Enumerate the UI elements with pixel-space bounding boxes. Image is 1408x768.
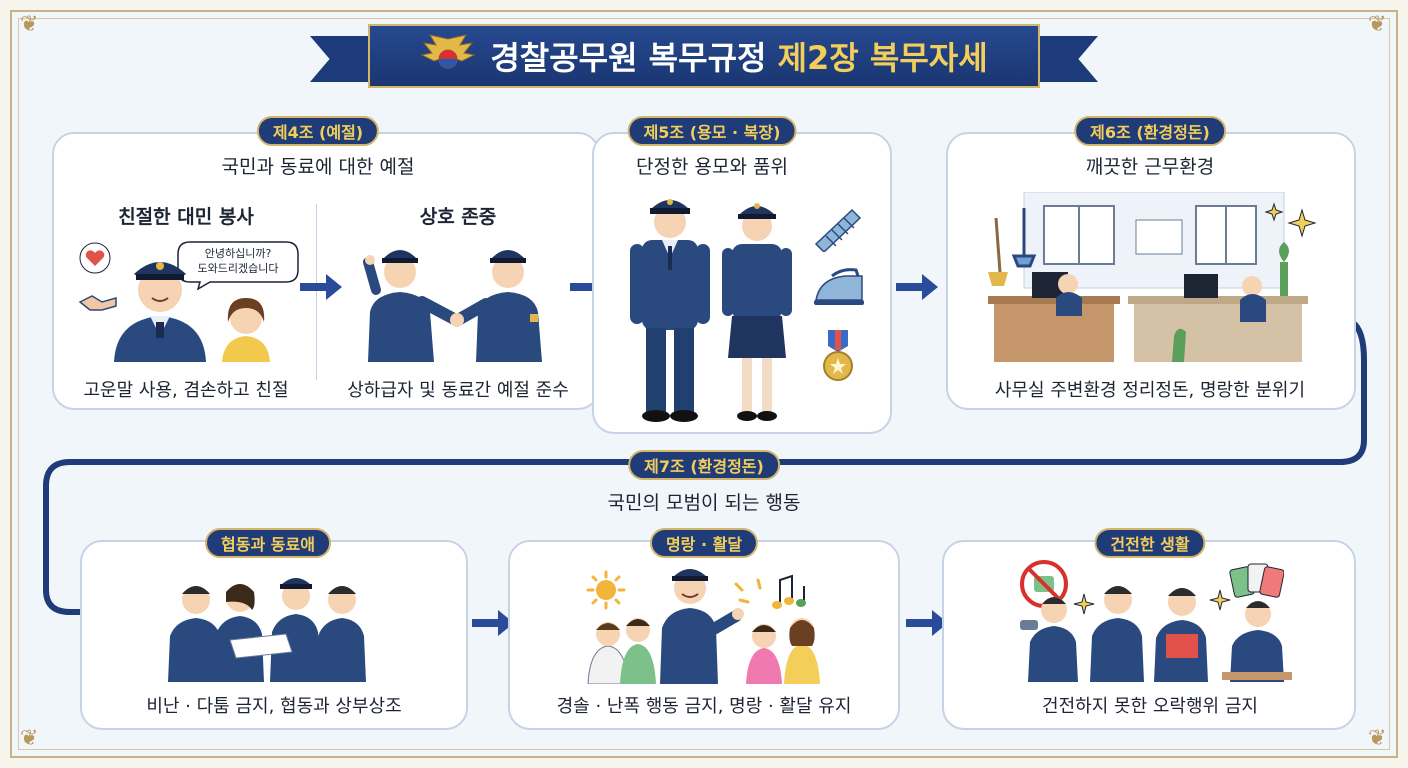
article4-heading: 국민과 동료에 대한 예절	[221, 156, 415, 178]
title-ribbon: 경찰공무원 복무규정 제2장 복무자세	[368, 24, 1040, 88]
healthy-life-card	[942, 540, 1356, 730]
prohibited-gambling-icon	[1020, 560, 1068, 608]
comb-icon	[814, 208, 862, 252]
article6-tag: 제6조 (환경정돈)	[1074, 116, 1226, 146]
sparkle-icon	[1209, 589, 1231, 611]
corner-ornament-icon: ❦	[1368, 726, 1387, 751]
cheerful-caption: 경솔 · 난폭 행동 금지, 명랑 · 활달 유지	[556, 696, 852, 717]
corner-ornament-icon: ❦	[1368, 12, 1387, 37]
article5-heading: 단정한 용모와 품위	[636, 156, 788, 178]
citizen-illustration	[222, 298, 270, 362]
article5-tag: 제5조 (용모 · 복장)	[627, 116, 797, 146]
article7-heading: 국민의 모범이 되는 행동	[607, 492, 801, 514]
sparkle-icon	[1264, 202, 1317, 238]
corner-ornament-icon: ❦	[20, 12, 39, 37]
healthy-life-caption: 건전하지 못한 오락행위 금지	[1042, 696, 1258, 717]
title-highlight: 제2장 복무자세	[777, 39, 988, 77]
speech-line-1: 안녕하십니까?	[204, 247, 272, 260]
cooperation-caption: 비난 · 다툼 금지, 협동과 상부상조	[146, 696, 402, 717]
corner-ornament-icon: ❦	[20, 726, 39, 751]
article4-left-caption: 고운말 사용, 겸손하고 친절	[83, 380, 289, 401]
cooperation-tag: 협동과 동료애	[205, 528, 331, 558]
clean-office-illustration	[988, 192, 1308, 362]
article4-divider	[316, 204, 317, 380]
article4-right-title: 상호 존중	[419, 206, 497, 228]
iron-icon	[814, 268, 864, 305]
handshake-icon	[78, 295, 117, 311]
music-note-icon	[734, 574, 806, 609]
speech-text: 안녕하십니까? 도와드리겠습니다	[198, 246, 279, 276]
sun-icon	[586, 570, 626, 610]
right-arrow-icon	[300, 274, 342, 300]
article6-heading: 깨끗한 근무환경	[1085, 156, 1215, 178]
officer-greeting-illustration	[114, 262, 206, 362]
article4-right-caption: 상하급자 및 동료간 예절 준수	[347, 380, 569, 401]
police-emblem-icon	[420, 34, 476, 69]
heart-icon	[79, 242, 111, 274]
medal-icon	[823, 330, 853, 381]
speech-line-2: 도와드리겠습니다	[197, 262, 279, 275]
healthy-life-tag: 건전한 생활	[1094, 528, 1206, 558]
right-arrow-icon	[906, 610, 948, 636]
sparkle-icon	[1073, 593, 1095, 615]
uniform-officers-illustration	[630, 199, 792, 422]
cards-icon	[1229, 563, 1284, 598]
page-title: 경찰공무원 복무규정 제2장 복무자세	[490, 33, 987, 79]
title-main: 경찰공무원 복무규정	[490, 39, 767, 77]
cheerful-officer-children-illustration	[587, 569, 820, 684]
right-arrow-icon	[896, 274, 938, 300]
article7-tag: 제7조 (환경정돈)	[628, 450, 780, 480]
article4-tag: 제4조 (예절)	[256, 116, 380, 146]
right-arrow-icon	[472, 610, 514, 636]
speech-bubble	[177, 241, 299, 290]
officers-respect-illustration	[363, 250, 542, 362]
cheerful-tag: 명랑 · 활달	[649, 528, 759, 558]
officers-cooperating-illustration	[168, 578, 366, 682]
article6-caption: 사무실 주변환경 정리정돈, 명랑한 분위기	[994, 380, 1306, 401]
healthy-officers-illustration	[1020, 586, 1292, 682]
article4-left-title: 친절한 대민 봉사	[118, 206, 254, 228]
